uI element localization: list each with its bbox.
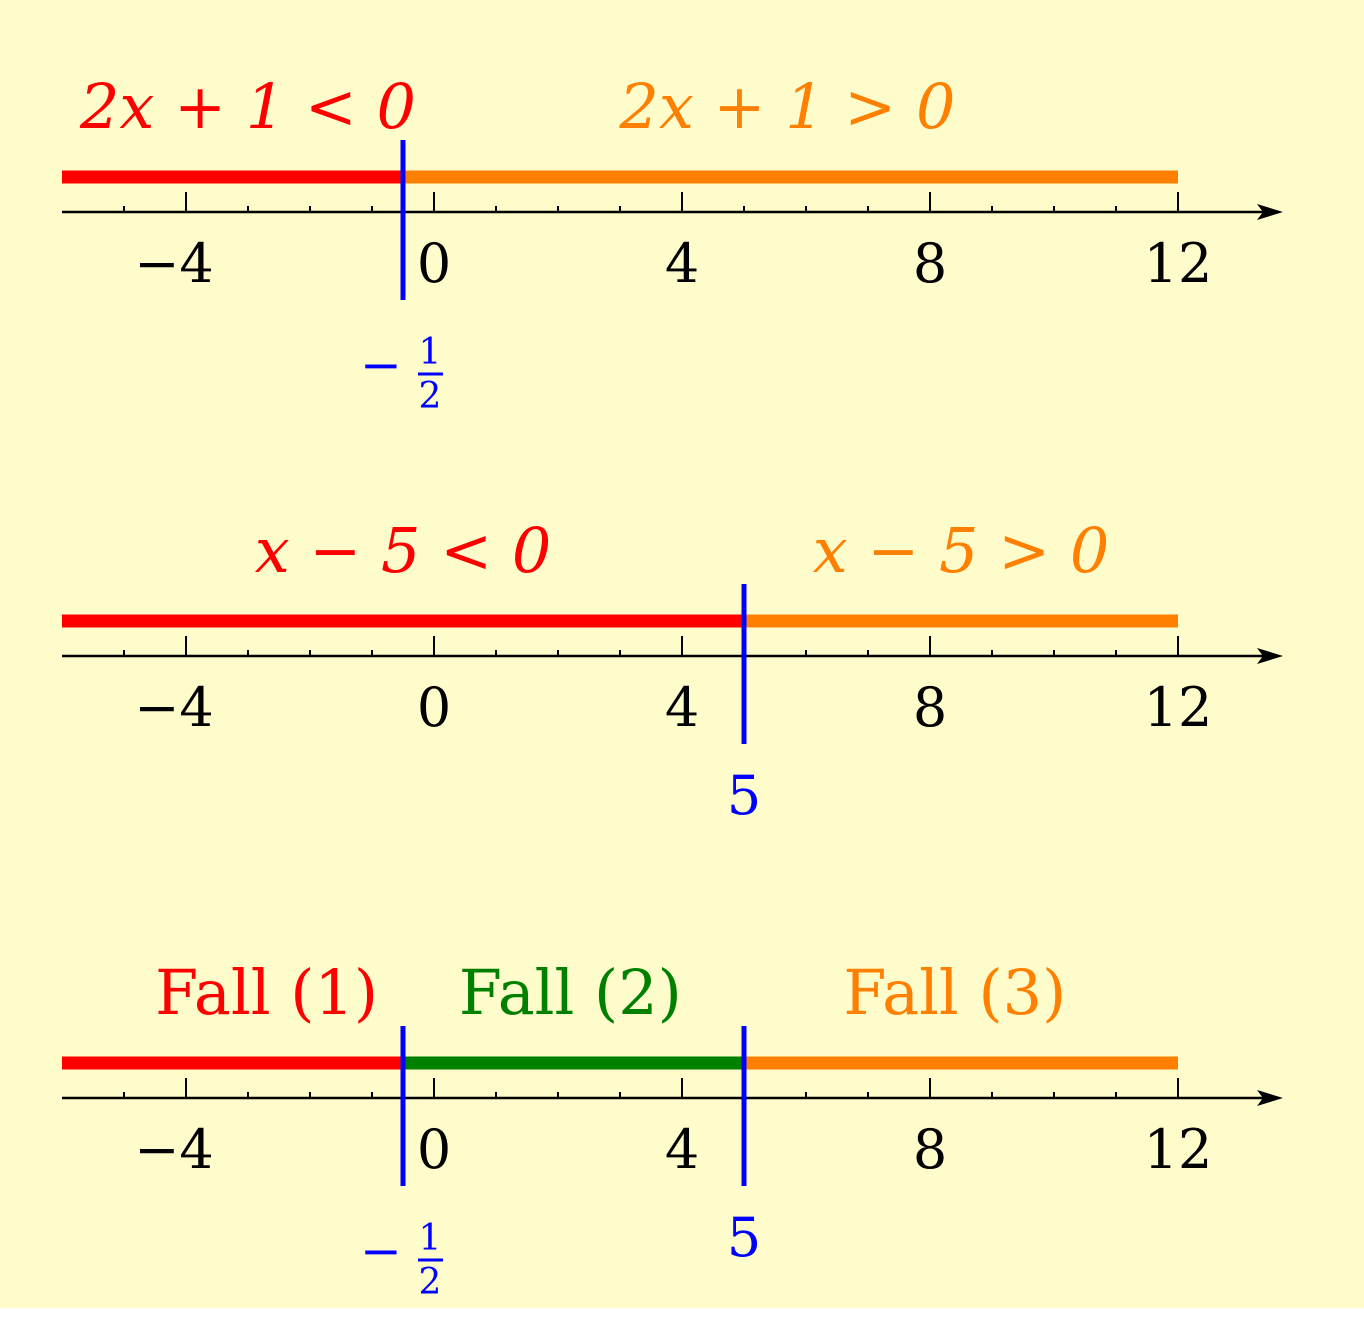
region-label: 2x + 1 < 0 — [79, 70, 416, 143]
tick-label: 0 — [417, 232, 451, 295]
marker-label-numerator: 1 — [419, 332, 442, 373]
tick-label: 8 — [913, 232, 947, 295]
axis-arrow — [1257, 204, 1283, 220]
tick-label: 0 — [417, 1118, 451, 1181]
marker-label-denominator: 2 — [419, 1262, 442, 1303]
tick-label: 4 — [665, 1118, 699, 1181]
tick-label: −4 — [134, 1118, 214, 1181]
region-label: Fall (1) — [155, 956, 378, 1029]
tick-label: 12 — [1144, 232, 1213, 295]
tick-label: 4 — [665, 676, 699, 739]
marker-label-sign: − — [360, 336, 402, 394]
marker-label: 5 — [727, 764, 761, 827]
region-label: x − 5 > 0 — [813, 514, 1110, 587]
axis-arrow — [1257, 1090, 1283, 1106]
tick-label: 8 — [913, 1118, 947, 1181]
region-label: 2x + 1 > 0 — [618, 70, 955, 143]
tick-label: 12 — [1144, 1118, 1213, 1181]
region-label: Fall (2) — [459, 956, 682, 1029]
line-2: −4 0 4 8 12 5 x − 5 < 0 x − 5 > 0 — [62, 514, 1283, 827]
region-label: x − 5 < 0 — [255, 514, 552, 587]
tick-label: −4 — [134, 232, 214, 295]
marker-label: 5 — [727, 1206, 761, 1269]
marker-label-sign: − — [360, 1222, 402, 1280]
tick-label: −4 — [134, 676, 214, 739]
marker-label-denominator: 2 — [419, 376, 442, 417]
region-label: Fall (3) — [843, 956, 1066, 1029]
axis-arrow — [1257, 648, 1283, 664]
tick-label: 4 — [665, 232, 699, 295]
tick-label: 0 — [417, 676, 451, 739]
tick-label: 8 — [913, 676, 947, 739]
marker-label-numerator: 1 — [419, 1218, 442, 1259]
tick-label: 12 — [1144, 676, 1213, 739]
